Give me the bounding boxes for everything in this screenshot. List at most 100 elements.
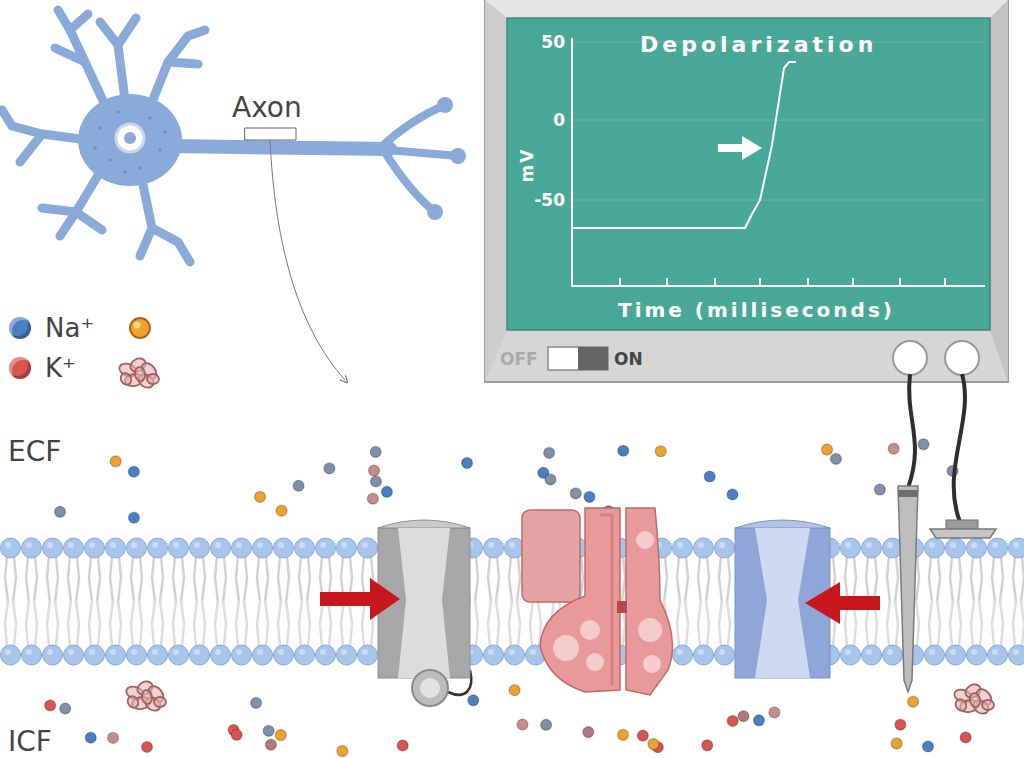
oscilloscope-monitor-part — [548, 347, 608, 370]
flow-arrow — [320, 578, 880, 624]
neuron-part-part — [163, 130, 167, 134]
oscilloscope-monitor-part — [485, 0, 1008, 382]
neuron-part-part — [158, 148, 162, 152]
sodium-potassium-pump-part-part — [586, 653, 604, 671]
oscilloscope-monitor-part — [572, 42, 985, 200]
lipid-bilayer — [0, 528, 1024, 672]
sodium-potassium-pump-part — [617, 601, 627, 613]
legend-text: Na⁺ — [45, 315, 94, 341]
ion-dot — [367, 493, 378, 504]
ion-dot — [618, 729, 629, 740]
oscilloscope-monitor-part — [893, 341, 927, 375]
neuron-part — [93, 110, 167, 174]
ion-dot — [918, 439, 929, 450]
ion-dot — [895, 719, 906, 730]
marker-arrow-part — [742, 136, 762, 160]
recording-electrode-part — [930, 529, 996, 538]
ion-dot — [727, 489, 738, 500]
ion-dot — [509, 685, 520, 696]
sodium-potassium-pump-part-part — [553, 635, 579, 661]
oscilloscope-monitor-part-part — [572, 120, 985, 121]
neuron-part-part — [148, 116, 152, 120]
ion-dot — [462, 458, 473, 469]
protein-symbol-part — [141, 689, 153, 705]
sodium-potassium-pump-part-part — [643, 655, 661, 673]
neuron-part — [140, 180, 190, 262]
chart-title: Depolarization — [640, 34, 877, 56]
gated-channel — [378, 520, 471, 706]
neuron-part — [2, 110, 88, 162]
oscilloscope-monitor-part — [485, 0, 507, 382]
region-label: ICF — [8, 728, 52, 756]
ion-dot — [110, 456, 121, 467]
neuron-part — [42, 172, 102, 236]
ion-dot — [108, 732, 119, 743]
neuron-part-part — [98, 126, 102, 130]
legend-text: K⁺ — [45, 355, 76, 381]
neuron-part — [124, 132, 136, 144]
oscilloscope-monitor-part — [572, 38, 985, 286]
sodium-potassium-pump-part — [540, 508, 620, 692]
recording-electrode-part — [946, 520, 978, 529]
ion-dot — [648, 739, 659, 750]
flow-arrow-part — [320, 592, 372, 606]
ion-dot — [702, 740, 713, 751]
neuron-part-part — [123, 170, 127, 174]
legend-decoration — [130, 318, 150, 338]
ion-dot — [381, 486, 392, 497]
ion-dot — [370, 476, 381, 487]
oscilloscope-monitor-part — [578, 347, 608, 370]
recording-electrode-part — [898, 486, 918, 692]
protein-symbol-part — [147, 374, 159, 384]
ion-dot — [570, 488, 581, 499]
oscilloscope-monitor-part-part — [620, 278, 945, 286]
sodium-potassium-pump-part-part — [636, 531, 654, 549]
ion-dot — [618, 445, 629, 456]
ion-dot — [45, 700, 56, 711]
flow-arrow-part — [805, 582, 840, 624]
oscilloscope-monitor-part-part — [572, 38, 985, 286]
neuron-part — [116, 124, 144, 152]
ion-dot — [263, 725, 274, 736]
ion-dot — [517, 719, 528, 730]
protein-symbol-part — [119, 371, 134, 386]
axis-tick-label: 0 — [553, 112, 565, 129]
legend-decoration-part — [134, 322, 141, 329]
ion-dot — [255, 491, 266, 502]
axis-tick-label: -50 — [534, 192, 565, 209]
ion-dot — [275, 730, 286, 741]
ion-dot — [231, 729, 242, 740]
ion-dot — [583, 727, 594, 738]
legend-swatch — [9, 357, 31, 379]
ion-dot — [370, 446, 381, 457]
neuron-part — [380, 105, 458, 212]
ion-dot — [584, 491, 595, 502]
ion-channel-part — [755, 528, 810, 678]
sodium-potassium-pump-part-part — [638, 618, 662, 642]
ion-dot — [128, 512, 139, 523]
flow-arrow-part — [370, 578, 400, 620]
neuron-part-part — [138, 166, 142, 170]
recording-electrode-part — [908, 374, 915, 488]
neuron — [2, 10, 466, 380]
gated-channel-part — [398, 528, 450, 678]
gated-channel-part — [420, 678, 440, 698]
ion-dot — [324, 463, 335, 474]
neuron-part — [450, 148, 466, 164]
flow-arrow-part — [836, 596, 880, 610]
protein-symbol-part — [126, 694, 141, 709]
ion-dot — [251, 697, 262, 708]
protein-symbol-part — [134, 366, 146, 382]
neuron-part — [100, 18, 136, 100]
protein-symbol-part — [954, 697, 969, 712]
protein-symbol — [117, 356, 159, 390]
ion-dot — [397, 740, 408, 751]
neuron-part-part — [93, 146, 97, 150]
sodium-potassium-pump-part — [626, 508, 673, 695]
neuron-part — [78, 94, 182, 186]
legend-decoration-part — [130, 318, 150, 338]
axis-title: Time (milliseconds) — [618, 300, 895, 320]
neuron-part — [427, 204, 443, 220]
